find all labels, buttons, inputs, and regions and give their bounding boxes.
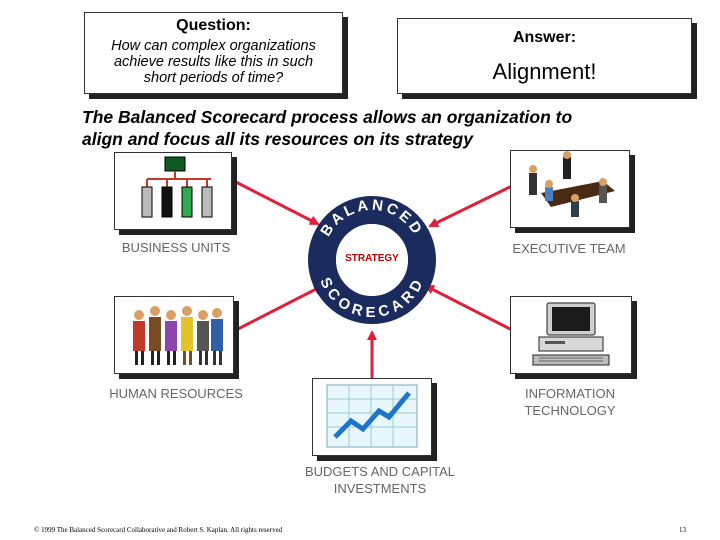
question-box: Question: How can complex organizations … — [84, 12, 343, 94]
business-units-card — [114, 152, 232, 230]
question-line: short periods of time? — [143, 70, 284, 86]
answer-text: Alignment! — [492, 59, 597, 84]
question-text: How can complex organizations achieve re… — [85, 38, 342, 86]
strategy-label: STRATEGY — [345, 253, 399, 264]
headline-line: The Balanced Scorecard process allows an… — [82, 107, 573, 127]
answer-box: Answer: Alignment! — [397, 18, 692, 94]
arrow-human-resources — [235, 284, 324, 332]
computer-icon — [532, 302, 610, 366]
answer-title: Answer: — [512, 29, 577, 46]
arrow-executive-team — [428, 184, 513, 228]
org-chart-icon — [141, 156, 213, 218]
executive-team-label: EXECUTIVE TEAM — [512, 241, 626, 256]
human-resources-label: HUMAN RESOURCES — [109, 386, 243, 401]
budgets-label: BUDGETS AND CAPITAL INVESTMENTS — [290, 463, 470, 497]
scorecard-ring — [308, 196, 436, 324]
information-technology-card — [510, 296, 632, 374]
headline-line: align and focus all its resources on its… — [82, 129, 473, 149]
question-line: achieve results like this in such — [113, 54, 314, 70]
rising-graph-icon — [326, 384, 418, 448]
question-title: Question: — [176, 17, 251, 34]
people-group-icon — [133, 306, 223, 365]
copyright-footer: © 1999 The Balanced Scorecard Collaborat… — [34, 526, 283, 534]
information-technology-line: INFORMATION — [524, 386, 616, 401]
budgets-card — [312, 378, 432, 456]
budgets-line: INVESTMENTS — [333, 481, 427, 496]
business-units-label: BUSINESS UNITS — [121, 240, 231, 255]
headline: The Balanced Scorecard process allows an… — [82, 106, 642, 150]
question-line: How can complex organizations — [111, 38, 316, 54]
arrow-business-units — [231, 178, 320, 226]
budgets-line: BUDGETS AND CAPITAL — [304, 464, 455, 479]
arrow-information-technology — [424, 284, 513, 332]
page-number: 13 — [679, 526, 686, 534]
information-technology-label: INFORMATION TECHNOLOGY — [500, 385, 640, 419]
human-resources-card — [114, 296, 234, 374]
executive-team-card — [510, 150, 630, 228]
meeting-table-icon — [529, 151, 615, 217]
ring-center — [336, 224, 408, 296]
information-technology-line: TECHNOLOGY — [524, 403, 616, 418]
